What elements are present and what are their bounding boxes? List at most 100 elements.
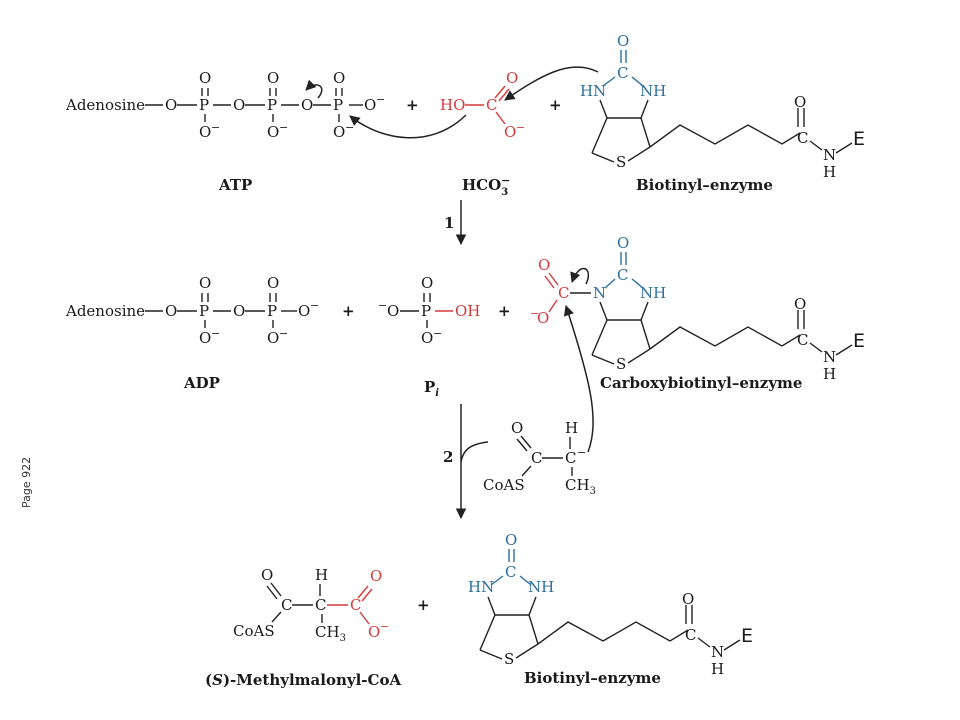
adenosine-text: Adenosine <box>65 96 145 114</box>
atom-e: E <box>741 625 753 647</box>
product-label-rest: )-Methylmalonyl-CoA <box>223 671 402 689</box>
regenerated-biotinyl-enzyme-structure: O C HN NH S C O N H E <box>468 531 753 678</box>
atom-o: O <box>505 531 517 549</box>
biotinyl-enzyme-label: Biotinyl–enzyme <box>636 176 773 194</box>
atom-minus: − <box>345 121 354 134</box>
atom-nh: NH <box>640 82 666 100</box>
atom-p: P <box>333 96 343 114</box>
atom-minus: − <box>530 307 539 320</box>
step1-labels-bicarbonate-sup: − <box>501 174 510 187</box>
atom-o: O <box>267 329 279 347</box>
step-number-1: 1 <box>444 214 454 232</box>
hydroxyl-text: OH <box>455 302 480 320</box>
product-coas: CoAS <box>233 622 275 640</box>
atom-o: O <box>199 329 211 347</box>
carboxybiotinyl-enzyme-label: Carboxybiotinyl–enzyme <box>600 374 802 392</box>
atom-minus: − <box>310 299 319 312</box>
atom-nh: NH <box>640 284 666 302</box>
atom-c: C <box>797 331 808 349</box>
atom-c: C <box>558 284 569 302</box>
plus-sign: + <box>406 96 419 114</box>
atom-o: O <box>199 274 211 292</box>
atom-o: O <box>617 32 629 50</box>
atom-minus: − <box>211 327 220 340</box>
plus-sign: + <box>417 596 430 614</box>
atom-c: C <box>617 266 628 284</box>
atom-c: C <box>281 596 292 614</box>
hydroxyl-text: HO <box>440 96 465 114</box>
atom-o: O <box>199 69 211 87</box>
methylmalonyl-coa-structure: O C C H C O O − CoAS CH3 <box>233 566 389 644</box>
step1-labels-bicarbonate-sub: 3 <box>501 187 508 198</box>
svg-text:CH3: CH3 <box>565 476 596 497</box>
atom-o: O <box>233 302 245 320</box>
atom-o: O <box>267 274 279 292</box>
atp-structure: Adenosine O P O O − O P O O − O P O O − … <box>65 69 385 141</box>
biotinyl-enzyme-structure: O C HN NH S C O N H E <box>580 32 865 181</box>
substrate-h: H <box>565 419 578 437</box>
product-label-s: S <box>212 671 223 689</box>
atom-o: O <box>298 302 310 320</box>
substrate-ch3: CH <box>565 476 590 494</box>
atom-n: N <box>823 348 836 366</box>
atom-n: N <box>823 146 836 164</box>
plus-sign: + <box>342 302 355 320</box>
plus-sign: + <box>549 96 562 114</box>
plus-sign: + <box>498 302 511 320</box>
atom-minus: − <box>376 93 385 106</box>
atom-o: O <box>504 123 516 141</box>
biotinyl-enzyme-label: Biotinyl–enzyme <box>524 669 661 687</box>
atom-o: O <box>682 590 694 608</box>
substrate-coas: CoAS <box>483 476 525 494</box>
atom-h: H <box>823 163 836 181</box>
atom-o: O <box>267 69 279 87</box>
atp-label: ATP <box>218 176 252 194</box>
product-ch3-sub: 3 <box>340 633 346 644</box>
atom-h: H <box>711 660 724 678</box>
phosphate-structure: − O P O O − OH <box>378 274 480 347</box>
atom-n: N <box>711 643 724 661</box>
atom-minus: − <box>577 446 586 459</box>
atom-o: O <box>199 123 211 141</box>
atom-o: O <box>165 96 177 114</box>
atom-c: C <box>797 129 808 147</box>
atom-s: S <box>504 650 514 668</box>
substrate-ch3-sub: 3 <box>590 486 596 497</box>
atom-o: O <box>368 623 380 641</box>
atom-c: C <box>685 626 696 644</box>
atom-c: C <box>531 449 542 467</box>
atom-minus: − <box>378 299 387 312</box>
atom-nh: NH <box>528 578 554 596</box>
adp-structure: Adenosine O P O O − O P O O − O − <box>65 274 319 347</box>
atom-o: O <box>301 96 313 114</box>
atom-minus: − <box>380 620 389 633</box>
atom-p: P <box>267 96 277 114</box>
carboxybiotinyl-enzyme-structure: O C O − N O C NH S C O N H E <box>530 234 865 383</box>
adp-label: ADP <box>183 374 220 392</box>
atom-minus: − <box>516 121 525 134</box>
atom-o: O <box>333 69 345 87</box>
atom-minus: − <box>279 327 288 340</box>
atom-p: P <box>199 96 209 114</box>
atom-o: O <box>538 256 550 274</box>
atom-c: C <box>565 449 576 467</box>
atom-c: C <box>617 64 628 82</box>
atom-o: O <box>333 123 345 141</box>
step2-adenosine: Adenosine <box>65 302 145 320</box>
atom-o: O <box>165 302 177 320</box>
atom-o: O <box>794 295 806 313</box>
atom-h: H <box>823 365 836 383</box>
atom-c: C <box>505 563 516 581</box>
step2-labels-pi: P <box>424 378 435 396</box>
pi-label: Pi <box>424 378 439 399</box>
atom-o: O <box>233 96 245 114</box>
atom-p: P <box>421 302 431 320</box>
atom-o: O <box>261 566 273 584</box>
atom-o: O <box>511 419 523 437</box>
atom-hn: HN <box>580 82 606 100</box>
product-h: H <box>315 566 328 584</box>
atom-p: P <box>199 302 209 320</box>
atom-o: O <box>506 69 518 87</box>
atom-o: O <box>387 302 399 320</box>
